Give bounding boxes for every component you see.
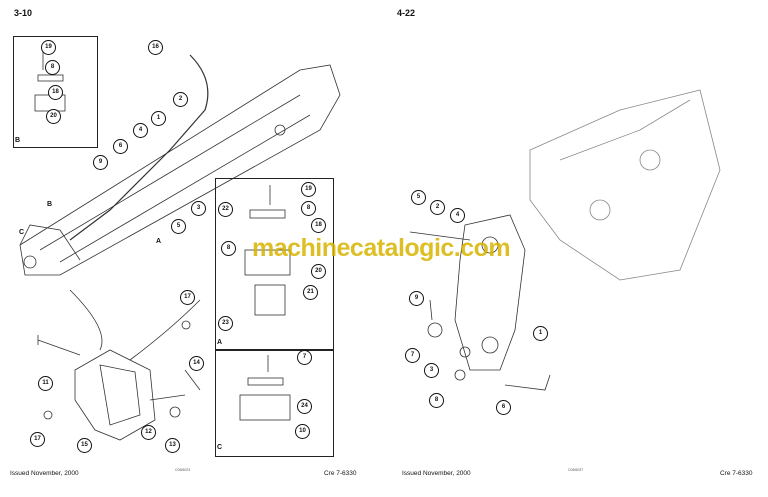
- left-footer-code: C05/6023: [175, 468, 191, 472]
- callout: 20: [46, 109, 61, 124]
- callout: 7: [297, 350, 312, 365]
- callout: 1: [151, 111, 166, 126]
- right-footer-code: C05/6037: [568, 468, 584, 472]
- callout: 20: [311, 264, 326, 279]
- callout: 22: [218, 202, 233, 217]
- inset-view-a: [215, 178, 334, 350]
- view-label: B: [15, 137, 21, 144]
- left-footer-ref: Cre 7-6330: [324, 470, 357, 477]
- callout: 12: [141, 425, 156, 440]
- inset-view-c: [215, 350, 334, 457]
- right-page-number: 4-22: [397, 8, 416, 18]
- callout: 2: [430, 200, 445, 215]
- callout: 24: [297, 399, 312, 414]
- view-label: B: [47, 201, 53, 208]
- callout: 18: [48, 85, 63, 100]
- callout: 3: [424, 363, 439, 378]
- callout: 8: [221, 241, 236, 256]
- callout: 5: [171, 219, 186, 234]
- callout: 17: [180, 290, 195, 305]
- callout: 8: [429, 393, 444, 408]
- right-footer-issued: Issued November, 2000: [402, 470, 471, 477]
- callout: 17: [30, 432, 45, 447]
- callout: 19: [301, 182, 316, 197]
- callout: 14: [189, 356, 204, 371]
- callout: 6: [113, 139, 128, 154]
- callout: 16: [148, 40, 163, 55]
- callout: 5: [411, 190, 426, 205]
- left-footer-issued: Issued November, 2000: [10, 470, 79, 477]
- callout: 8: [45, 60, 60, 75]
- callout: 3: [191, 201, 206, 216]
- callout: 21: [303, 285, 318, 300]
- inset-view-b: [13, 36, 98, 148]
- callout: 11: [38, 376, 53, 391]
- view-label: A: [217, 339, 223, 346]
- right-footer-ref: Cre 7-6330: [720, 470, 753, 477]
- callout: 9: [409, 291, 424, 306]
- watermark: machinecatalogic.com: [252, 234, 511, 262]
- callout: 1: [533, 326, 548, 341]
- callout: 15: [77, 438, 92, 453]
- callout: 10: [295, 424, 310, 439]
- callout: 4: [133, 123, 148, 138]
- callout: 6: [496, 400, 511, 415]
- view-label: C: [217, 444, 223, 451]
- callout: 4: [450, 208, 465, 223]
- callout: 9: [93, 155, 108, 170]
- callout: 23: [218, 316, 233, 331]
- callout: 18: [311, 218, 326, 233]
- callout: 8: [301, 201, 316, 216]
- callout: 19: [41, 40, 56, 55]
- callout: 13: [165, 438, 180, 453]
- view-label: A: [156, 238, 162, 245]
- left-page-number: 3-10: [14, 8, 33, 18]
- callout: 2: [173, 92, 188, 107]
- view-label: C: [19, 229, 25, 236]
- callout: 7: [405, 348, 420, 363]
